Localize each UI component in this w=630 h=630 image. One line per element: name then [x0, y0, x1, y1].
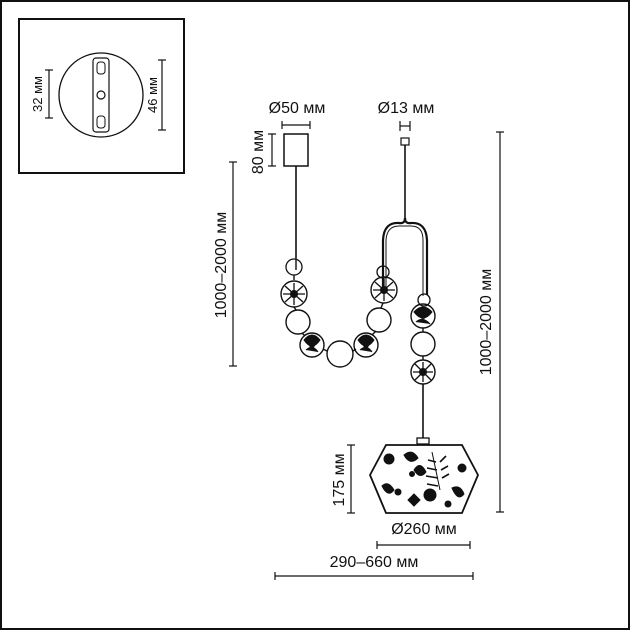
mounting-center-hole — [96, 90, 106, 100]
mounting-plate — [92, 57, 110, 133]
canopy-circle — [58, 52, 144, 138]
hook-right-arm — [403, 217, 429, 295]
bead-chain-left — [280, 258, 398, 368]
right-cable-top — [400, 137, 410, 218]
bead-small — [417, 293, 431, 307]
mounting-slot-bottom — [96, 115, 106, 129]
dim-label-shade-diameter: Ø260 мм — [391, 521, 457, 538]
bead-decorated — [353, 332, 379, 358]
canopy — [283, 133, 309, 258]
dim-label-shade-height: 175 мм — [331, 453, 348, 506]
bead-small — [376, 265, 390, 279]
bead-plain — [410, 331, 436, 357]
dim-label-canopy-diameter: Ø50 мм — [269, 100, 326, 117]
dim-label-right-length: 1000–2000 мм — [478, 269, 495, 376]
mounting-slot-top — [96, 61, 106, 75]
canopy-top-view-inset: 32 мм 46 мм — [18, 18, 185, 174]
bead-plain — [326, 340, 354, 368]
hook-inner-line — [385, 225, 424, 296]
bead-decorated — [299, 332, 325, 358]
bead-decorated — [370, 276, 398, 304]
dim-label-canopy-height: 80 мм — [250, 130, 267, 174]
bead-chain-right — [410, 293, 436, 438]
bead-plain — [285, 309, 311, 335]
dim-label-left-length: 1000–2000 мм — [213, 212, 230, 319]
bead-plain — [366, 307, 392, 333]
dim-label-32: 32 мм — [30, 76, 45, 112]
dim-label-cable-diameter: Ø13 мм — [378, 100, 435, 117]
dim-label-46: 46 мм — [145, 77, 160, 113]
lamp-shade — [369, 437, 479, 514]
bead-plain — [285, 258, 303, 276]
dim-label-overall-width: 290–660 мм — [330, 554, 419, 571]
